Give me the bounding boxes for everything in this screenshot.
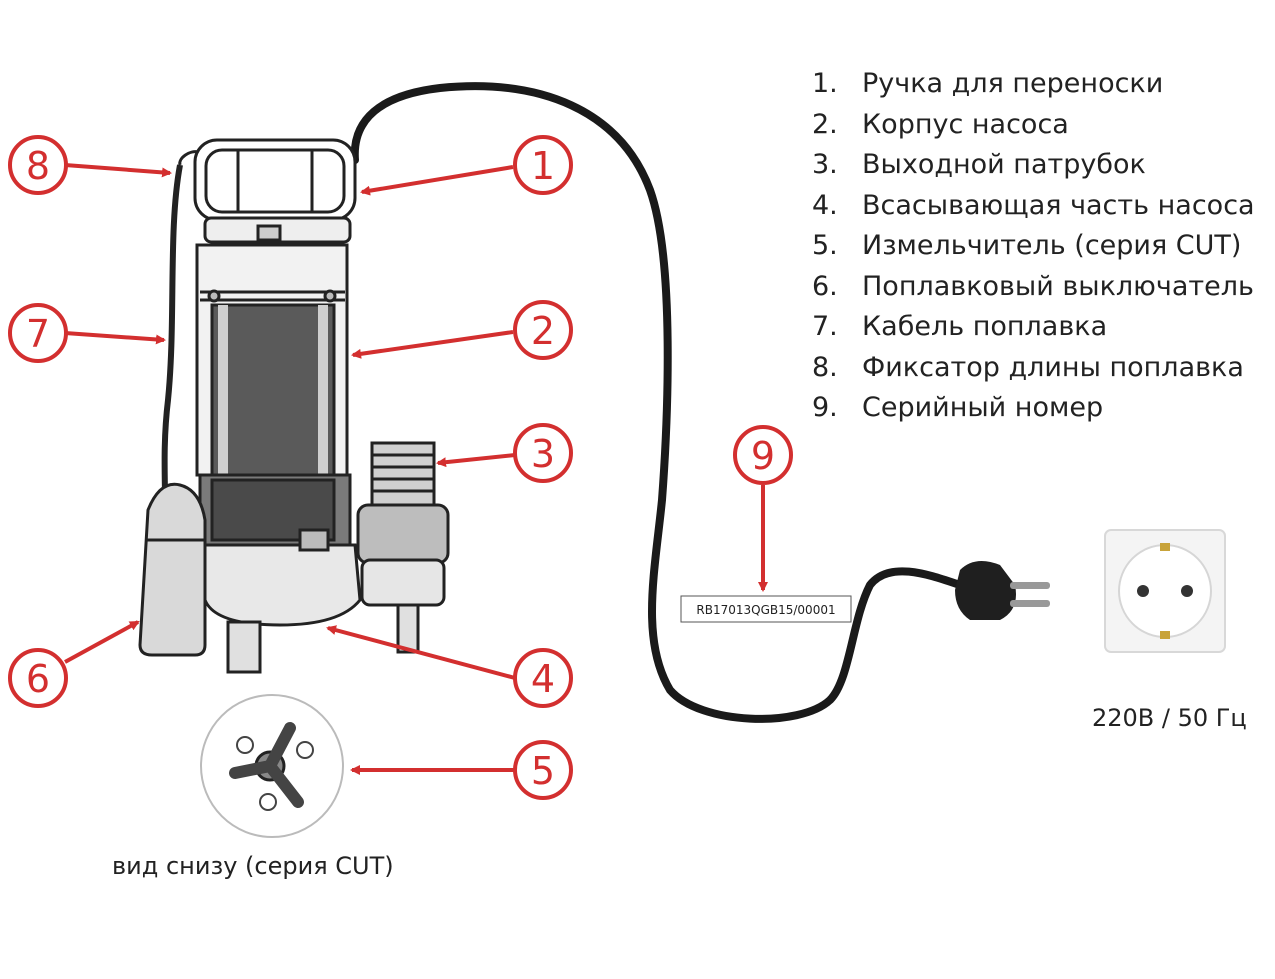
legend-item: 1. Ручка для переноски [812,64,1255,105]
bottom-view [200,694,344,838]
callout-2: 2 [513,300,573,360]
power-caption: 220В / 50 Гц [1092,704,1247,732]
serial-number-text: RB17013QGB15/00001 [696,603,835,617]
legend-item: 4. Всасывающая часть насоса [812,186,1255,227]
serial-label: RB17013QGB15/00001 [680,595,852,623]
callout-6: 6 [8,648,68,708]
callout-8: 8 [8,135,68,195]
callout-3: 3 [513,423,573,483]
svg-text:8: 8 [26,144,50,188]
legend-number: 9. [812,392,838,423]
callout-9: 9 [733,425,793,485]
legend-number: 7. [812,311,838,342]
legend-number: 1. [812,68,838,99]
svg-text:5: 5 [531,749,555,793]
svg-text:9: 9 [751,434,775,478]
legend-item: 5. Измельчитель (серия CUT) [812,226,1255,267]
legend-text: Кабель поплавка [862,311,1108,342]
wall-socket [1104,529,1226,653]
legend-text: Фиксатор длины поплавка [862,351,1244,383]
legend-number: 8. [812,351,838,383]
legend-text: Серийный номер [862,392,1104,423]
legend-item: 3. Выходной патрубок [812,145,1255,186]
legend-text: Выходной патрубок [862,149,1146,180]
legend-number: 2. [812,108,838,140]
legend-item: 9. Серийный номер [812,388,1255,429]
power-cable [350,82,964,723]
legend-item: 6. Поплавковый выключатель [812,267,1255,308]
legend-number: 4. [812,189,838,221]
svg-text:4: 4 [531,657,555,701]
legend-item: 2. Корпус насоса [812,105,1255,146]
legend-text: Измельчитель (серия CUT) [862,230,1242,261]
legend-item: 7. Кабель поплавка [812,307,1255,348]
legend-text: Всасывающая часть насоса [862,189,1255,221]
svg-text:3: 3 [531,432,555,476]
legend-item: 8. Фиксатор длины поплавка [812,348,1255,389]
legend-text: Корпус насоса [862,108,1069,140]
power-plug [955,561,1050,620]
legend-number: 6. [812,270,838,302]
svg-text:1: 1 [531,144,555,188]
bottom-view-caption: вид снизу (серия CUT) [112,852,394,880]
callout-1: 1 [513,135,573,195]
callout-arrows [64,163,768,775]
pump-illustration [138,138,450,674]
svg-text:7: 7 [26,312,50,356]
parts-legend: 1. Ручка для переноски 2. Корпус насоса 3.… [812,64,1255,429]
svg-text:2: 2 [531,309,555,353]
callout-7: 7 [8,303,68,363]
legend-text: Ручка для переноски [862,68,1164,99]
legend-text: Поплавковый выключатель [862,270,1254,302]
svg-text:6: 6 [26,657,50,701]
legend-number: 5. [812,230,838,261]
legend-number: 3. [812,149,838,180]
callout-4: 4 [513,648,573,708]
callout-5: 5 [513,740,573,800]
callout-circles: 1 2 3 4 5 6 7 8 [8,135,793,800]
